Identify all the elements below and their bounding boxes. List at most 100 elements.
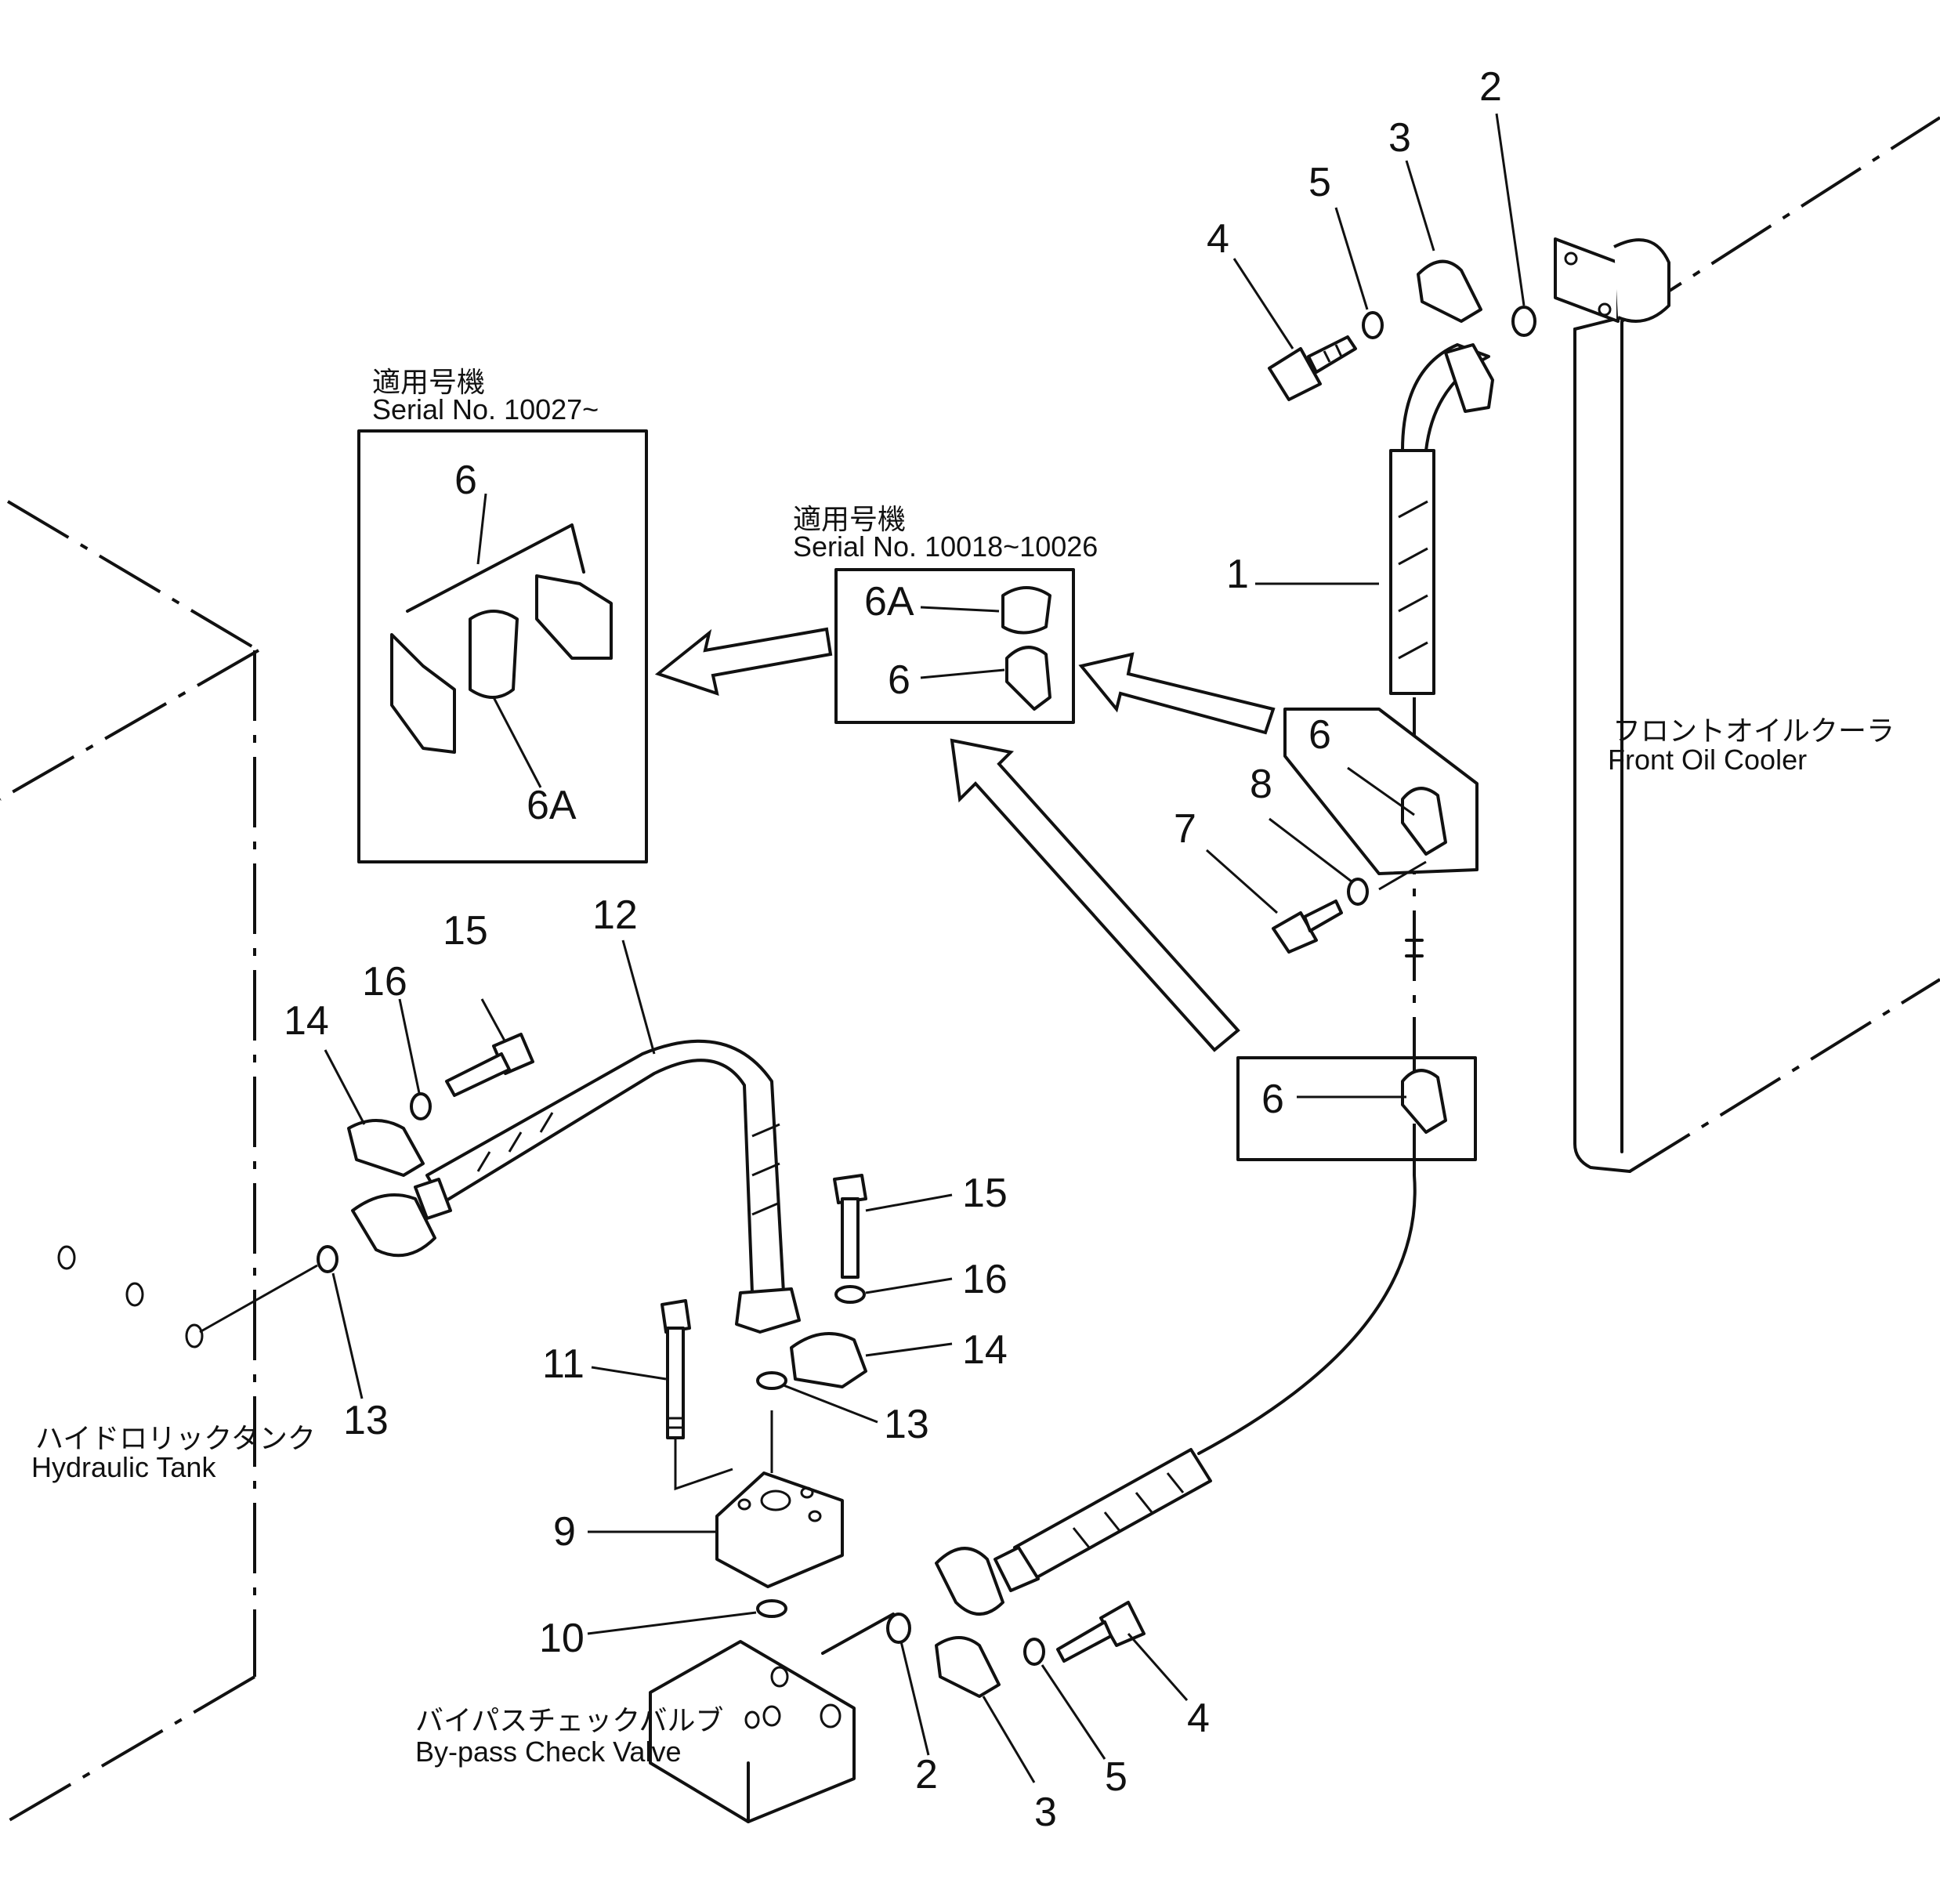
lower-hose-body	[1013, 1448, 1212, 1580]
detail-box-serial-10018	[834, 568, 1075, 724]
washer-5-top	[1362, 311, 1384, 339]
callout-numbers: 1 2 3 4 5 6 7 8 6 6A 6 6 6A 12 15 16 14 …	[284, 64, 1502, 1835]
clamp-6-main	[1401, 787, 1447, 856]
o-ring-10	[756, 1599, 787, 1618]
callout-6-lower: 6	[1261, 1077, 1284, 1122]
hydraulic-tank	[0, 500, 260, 1827]
hose-1-flange	[1444, 343, 1494, 413]
lower-clamp-box	[1236, 1056, 1477, 1161]
callout-1: 1	[1226, 552, 1249, 597]
valve-body	[649, 1640, 856, 1823]
clamp-6-b	[1005, 646, 1051, 711]
callout-13-right: 13	[884, 1402, 929, 1447]
bushing-6a-a	[469, 610, 519, 699]
o-ring-13-left	[317, 1245, 338, 1273]
split-flange-14-right	[790, 1332, 867, 1388]
washer-5-bottom	[1023, 1638, 1045, 1666]
caption-serial-a-ja: 適用号機	[372, 366, 485, 398]
bolt-4-top	[1268, 335, 1357, 401]
lower-hose-assembly	[886, 1174, 1417, 1698]
o-ring-13-right	[756, 1371, 787, 1390]
callout-6-detail-a: 6	[454, 458, 477, 503]
cooler-port-flange	[1554, 237, 1620, 323]
caption-serial-b-en: Serial No. 10018~10026	[793, 530, 1098, 563]
callout-2-top: 2	[1479, 64, 1502, 110]
arrow-from-lower-to-b	[950, 738, 1240, 1052]
callout-4-bottom: 4	[1187, 1696, 1210, 1741]
adapter-block-9	[715, 1471, 844, 1588]
clamp-6-lower	[1401, 1069, 1447, 1134]
detail-box-serial-10027	[357, 429, 648, 863]
callout-6-detail-b: 6	[888, 657, 910, 703]
bolt-7	[1272, 900, 1343, 954]
bolt-4-bottom	[1056, 1601, 1146, 1663]
indicator-arrows	[654, 627, 1276, 1052]
upper-left-hose-assembly	[199, 1033, 867, 1390]
tank-port-hole	[125, 1282, 144, 1307]
callout-14-left: 14	[284, 998, 329, 1044]
callout-16-right: 16	[962, 1257, 1008, 1302]
callout-2-bottom: 2	[915, 1752, 938, 1797]
lower-hose-flange	[935, 1547, 1004, 1616]
callout-5-bottom: 5	[1105, 1754, 1127, 1800]
callout-10: 10	[539, 1616, 585, 1661]
washer-8	[1347, 878, 1369, 906]
hose-12-flange-left	[351, 1193, 436, 1258]
split-flange-14-left	[347, 1119, 425, 1177]
callout-14-right: 14	[962, 1327, 1008, 1373]
callout-15-right: 15	[962, 1171, 1008, 1216]
callout-12: 12	[592, 892, 638, 938]
caption-valve-en: By-pass Check Valve	[415, 1736, 681, 1768]
caption-serial-b-ja: 適用号機	[793, 503, 906, 535]
detail-box-a-frame	[357, 429, 648, 863]
callout-5-top: 5	[1308, 160, 1331, 205]
caption-valve-ja: バイパスチェックバルブ	[415, 1704, 723, 1736]
callout-8: 8	[1250, 762, 1272, 807]
callout-3-top: 3	[1388, 115, 1411, 161]
callout-6a-detail-b: 6A	[864, 579, 914, 624]
split-flange-3-top	[1417, 259, 1482, 323]
hose-12-body	[425, 1039, 785, 1294]
front-oil-cooler	[1554, 116, 1940, 1173]
callout-11: 11	[542, 1341, 585, 1387]
arrow-to-detail-a	[654, 627, 833, 697]
o-ring-2-top	[1511, 306, 1536, 337]
callout-3-bottom: 3	[1034, 1790, 1057, 1835]
bushing-6a-b	[1001, 586, 1051, 635]
callout-7: 7	[1174, 806, 1196, 852]
callout-15-left: 15	[443, 908, 488, 954]
clamp-6-a-left	[390, 633, 456, 754]
clamp-bracket-main	[1272, 708, 1479, 957]
bolt-15-left	[445, 1033, 534, 1097]
cooler-elbow	[1613, 238, 1670, 323]
arrow-from-clamp-to-b	[1078, 652, 1276, 735]
callout-6a-detail-a: 6A	[527, 783, 577, 828]
caption-cooler-ja: フロントオイルクーラ	[1612, 715, 1895, 747]
caption-cooler-en: Front Oil Cooler	[1608, 744, 1807, 776]
adapter-block-assembly	[661, 1299, 844, 1618]
bypass-check-valve	[649, 1613, 895, 1823]
leader-lines	[324, 113, 1526, 1783]
clamp-6-a-right	[535, 574, 613, 660]
upper-hose-assembly	[1268, 259, 1536, 1175]
callout-16-left: 16	[362, 959, 407, 1004]
bolt-15-right	[833, 1174, 867, 1279]
captions: 適用号機 Serial No. 10027~ 適用号機 Serial No. 1…	[31, 366, 1895, 1768]
washer-16-left	[410, 1092, 432, 1120]
o-ring-2-bottom	[886, 1613, 911, 1644]
hose-1-body	[1389, 449, 1435, 695]
callout-6-main: 6	[1308, 712, 1331, 758]
caption-tank-en: Hydraulic Tank	[31, 1451, 216, 1483]
lower-clamp-frame	[1236, 1056, 1477, 1161]
callout-4-top: 4	[1207, 216, 1229, 262]
callout-9: 9	[553, 1509, 576, 1555]
split-flange-3-bottom	[935, 1636, 1001, 1698]
tank-port-hole	[57, 1245, 76, 1270]
detail-box-b-frame	[834, 568, 1075, 724]
caption-tank-ja: ハイドロリックタンク	[35, 1422, 316, 1454]
bolt-11	[661, 1299, 691, 1439]
washer-16-right	[834, 1285, 866, 1304]
caption-serial-a-en: Serial No. 10027~	[372, 393, 599, 425]
tank-port-hole	[185, 1323, 204, 1348]
